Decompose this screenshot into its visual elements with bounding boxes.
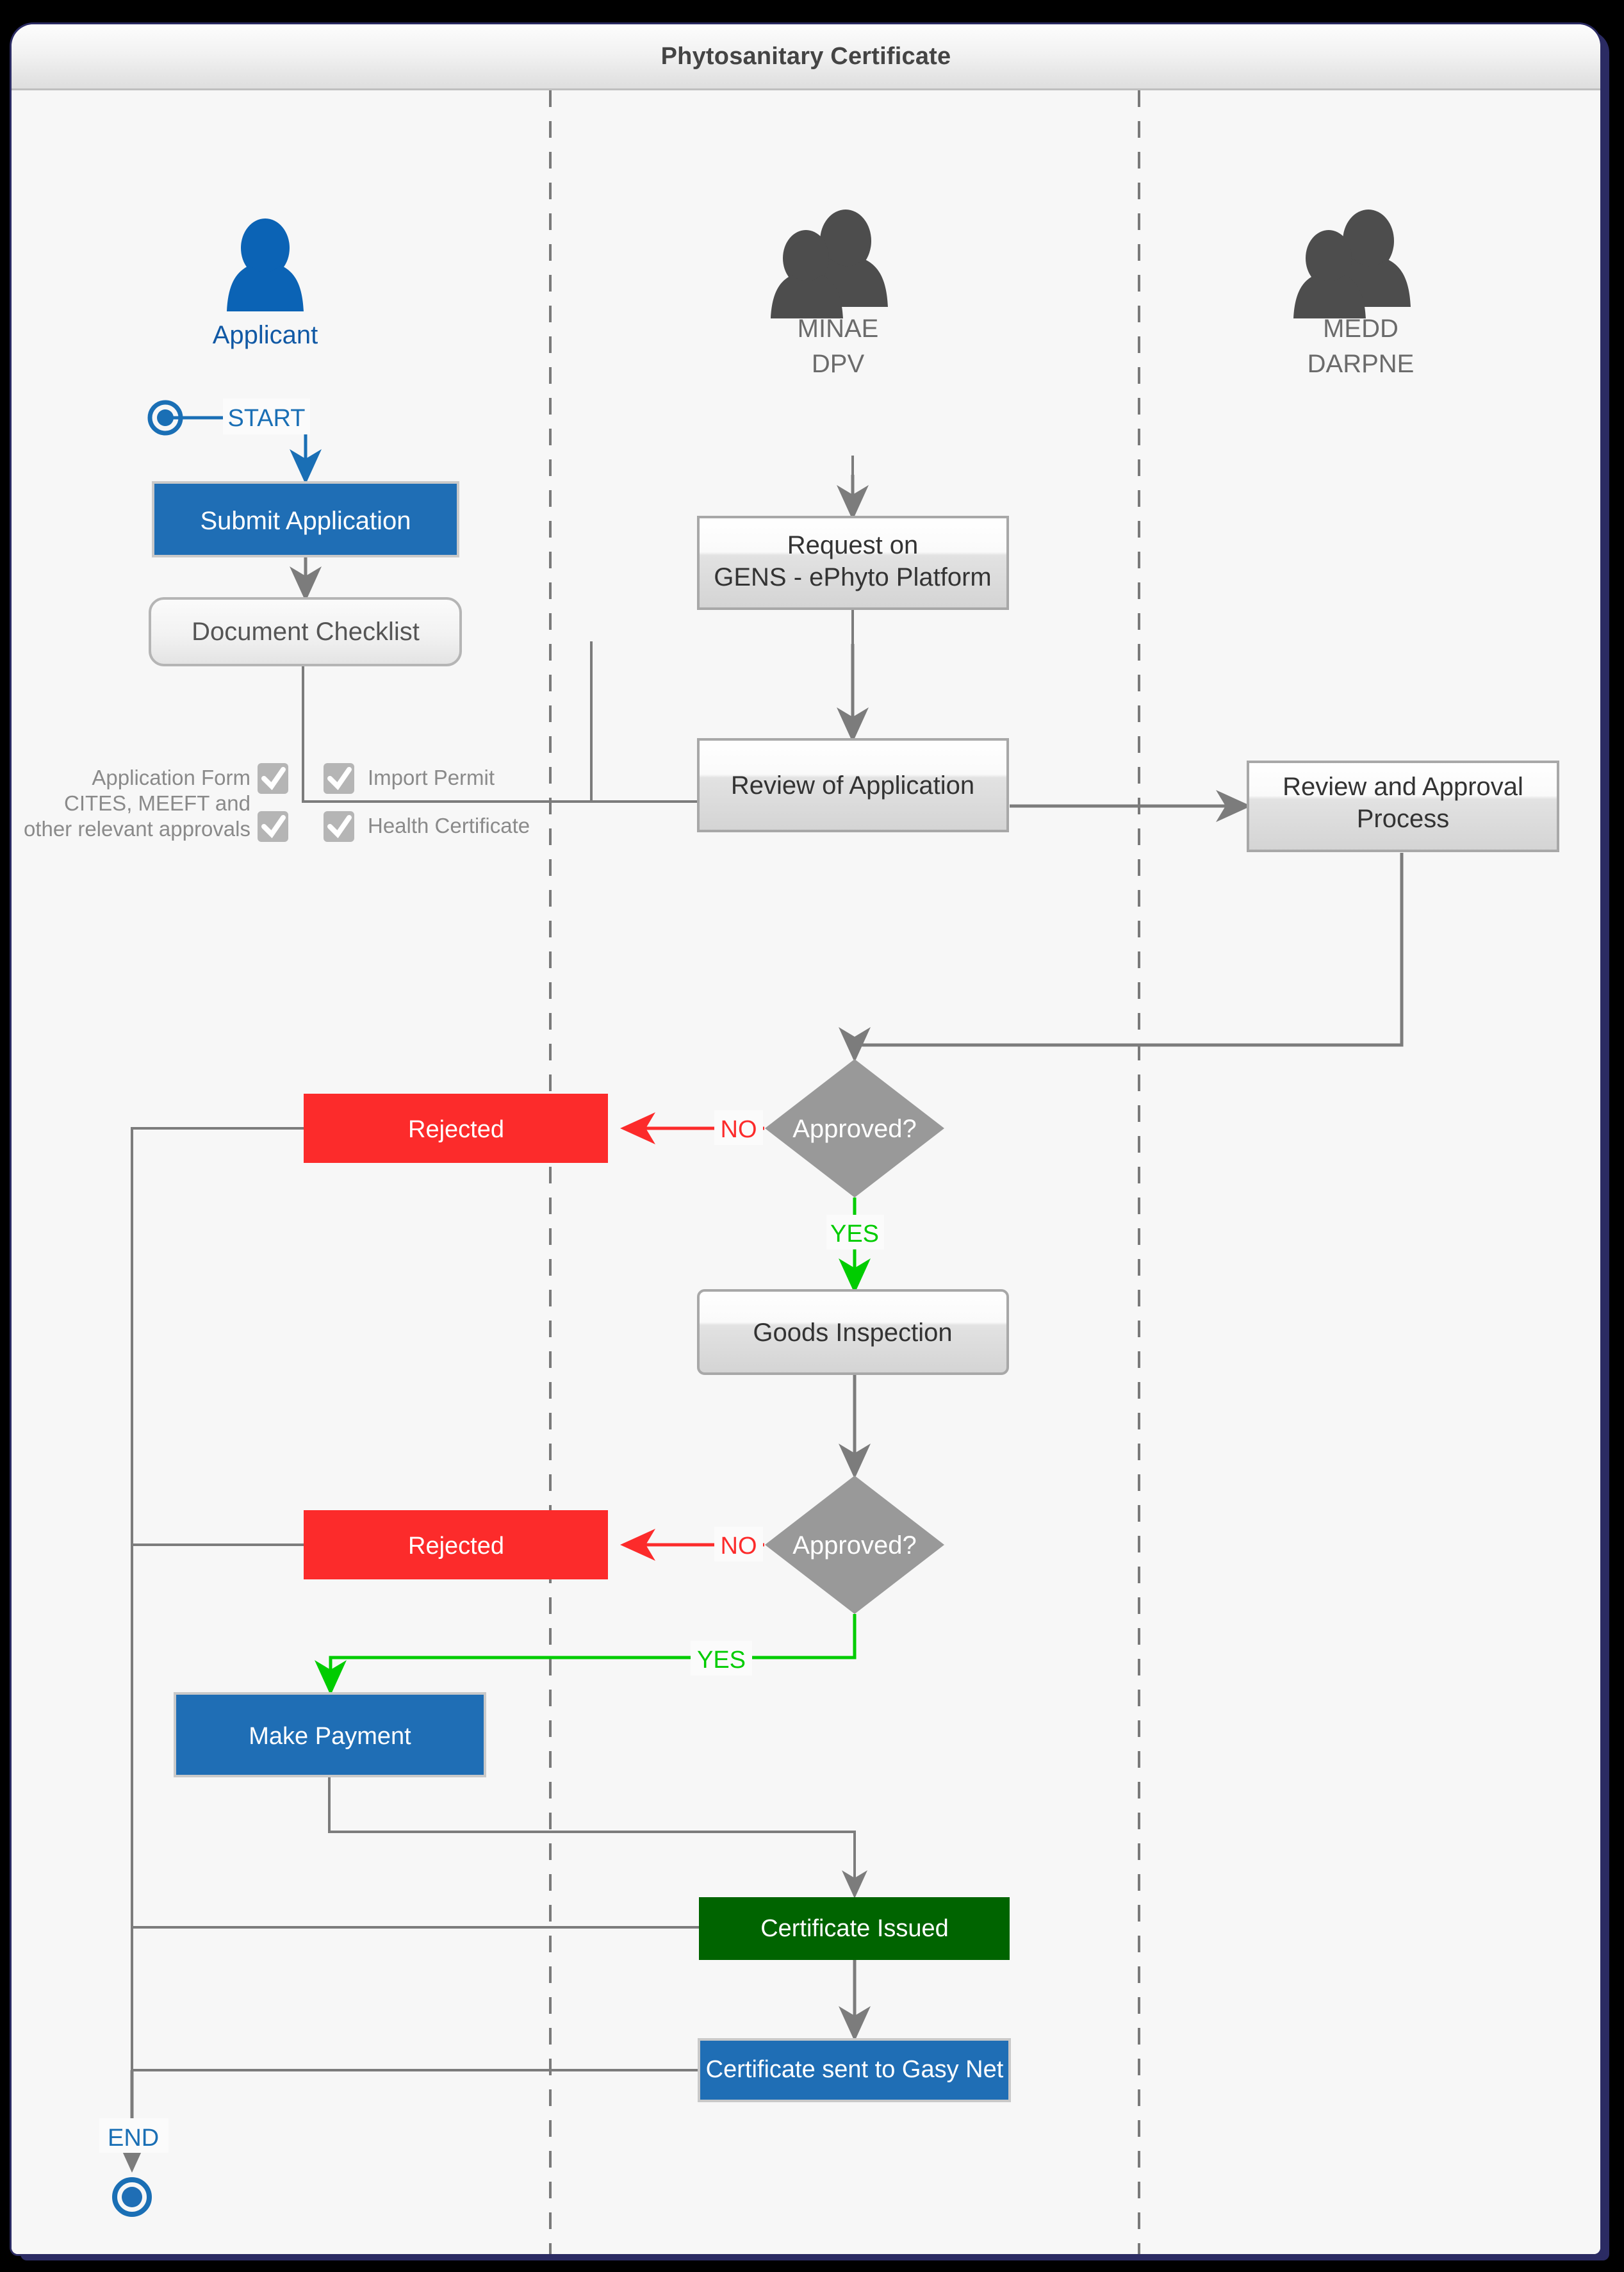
node-certificate-issued[interactable]: Certificate Issued	[699, 1897, 1010, 1960]
edge-checklist-to-request	[302, 456, 854, 803]
checklist-label-import-permit: Import Permit	[368, 766, 495, 789]
node-certificate-sent-label: Certificate sent to Gasy Net	[706, 2056, 1004, 2083]
node-review-approval-process[interactable]: Review and Approval Process	[1247, 761, 1559, 852]
node-submit-application-label: Submit Application	[200, 507, 411, 535]
node-rejected-2-label: Rejected	[408, 1533, 504, 1560]
lane-label-medd-line1: MEDD	[1323, 315, 1398, 343]
checklist-label-cites-line2: other relevant approvals	[24, 817, 250, 841]
node-review-of-application[interactable]: Review of Application	[697, 738, 1009, 832]
diagram-window: Phytosanitary Certificate	[12, 24, 1600, 2254]
checklist-label-application-form: Application Form	[92, 766, 250, 789]
node-document-checklist[interactable]: Document Checklist	[149, 597, 462, 666]
checklist-item-health-certificate[interactable]: Health Certificate	[324, 811, 530, 842]
end-label: END	[108, 2125, 159, 2152]
check-icon	[261, 815, 286, 839]
checklist-item-import-permit[interactable]: Import Permit	[324, 763, 495, 794]
check-icon	[327, 815, 352, 839]
node-rejected-1[interactable]: Rejected	[304, 1094, 608, 1163]
checklist-label-cites-line1: CITES, MEEFT and	[64, 791, 250, 815]
edge-label-no-2: NO	[721, 1533, 757, 1560]
node-certificate-sent[interactable]: Certificate sent to Gasy Net	[698, 2038, 1011, 2102]
node-goods-inspection-label: Goods Inspection	[753, 1319, 952, 1347]
node-request-gens-line2: GENS - ePhyto Platform	[714, 563, 991, 591]
check-icon	[327, 767, 352, 791]
node-request-gens-line1: Request on	[787, 531, 919, 559]
lane-label-minae-line1: MINAE	[798, 315, 879, 343]
edge-label-no-1: NO	[721, 1116, 757, 1143]
lane-label-minae-line2: DPV	[812, 350, 865, 378]
lane-label-medd-line2: DARPNE	[1308, 350, 1415, 378]
edge-label-yes-2: YES	[697, 1647, 746, 1674]
start-node[interactable]	[147, 400, 183, 436]
node-certificate-issued-label: Certificate Issued	[760, 1915, 949, 1942]
people-group-icon	[771, 210, 888, 318]
node-review-approval-line2: Process	[1357, 805, 1450, 833]
start-label: START	[227, 405, 305, 432]
node-decision-approved-2-label: Approved?	[792, 1531, 916, 1560]
node-submit-application[interactable]: Submit Application	[152, 481, 459, 557]
window-titlebar: Phytosanitary Certificate	[12, 24, 1600, 90]
checklist-item-application-form[interactable]: Application Form	[92, 763, 288, 794]
node-decision-approved-2[interactable]: Approved?	[765, 1476, 944, 1614]
lane-header-minae: MINAE DPV	[771, 210, 888, 378]
node-review-approval-line1: Review and Approval	[1283, 773, 1523, 801]
node-goods-inspection[interactable]: Goods Inspection	[697, 1289, 1009, 1375]
edge-payment-to-certificate	[328, 1777, 867, 1898]
node-decision-approved-1[interactable]: Approved?	[765, 1059, 944, 1198]
edge-approval-to-decision1	[839, 853, 1404, 1062]
node-rejected-2[interactable]: Rejected	[304, 1510, 608, 1579]
checklist-item-cites-meeft[interactable]: CITES, MEEFT and other relevant approval…	[24, 791, 288, 842]
person-icon	[227, 218, 304, 311]
node-rejected-1-label: Rejected	[408, 1116, 504, 1143]
edge-decision2-yes	[315, 1614, 857, 1695]
edge-label-yes-1: YES	[830, 1221, 879, 1247]
node-request-gens[interactable]: Request on GENS - ePhyto Platform	[697, 516, 1009, 610]
node-make-payment[interactable]: Make Payment	[174, 1692, 486, 1777]
page-title: Phytosanitary Certificate	[660, 42, 951, 70]
node-review-of-application-label: Review of Application	[731, 771, 974, 800]
edge-rejected1-to-end-trunk	[131, 1127, 304, 2161]
node-make-payment-label: Make Payment	[249, 1723, 411, 1750]
node-decision-approved-1-label: Approved?	[792, 1115, 916, 1143]
lane-header-applicant: Applicant	[213, 218, 318, 349]
node-document-checklist-label: Document Checklist	[192, 618, 420, 646]
lane-label-applicant: Applicant	[213, 321, 318, 349]
lane-header-medd: MEDD DARPNE	[1293, 210, 1414, 378]
diagram-canvas: Applicant MINAE DPV	[12, 90, 1600, 2254]
check-icon	[261, 767, 286, 791]
people-group-icon	[1293, 210, 1411, 318]
checklist-label-health-certificate: Health Certificate	[368, 814, 530, 837]
end-node[interactable]	[112, 2177, 152, 2217]
